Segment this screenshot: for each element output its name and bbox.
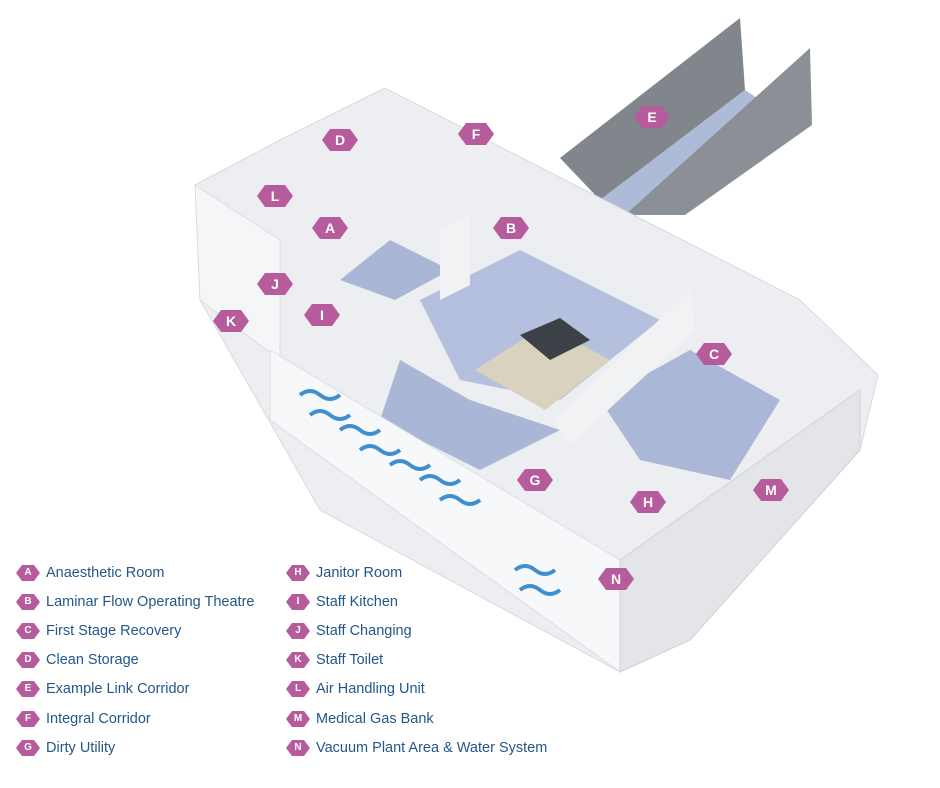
room-badge-icon: E <box>16 681 40 698</box>
room-marker-h: H <box>630 491 666 513</box>
legend-label: Dirty Utility <box>46 739 116 756</box>
room-badge-icon: G <box>16 739 40 756</box>
legend-label: Clean Storage <box>46 652 139 669</box>
room-marker-a: A <box>312 217 348 239</box>
room-marker-g: G <box>517 469 553 491</box>
room-badge-icon: H <box>286 564 310 581</box>
wall-theatre-left <box>440 215 470 300</box>
legend-item: J Staff Changing <box>286 616 547 645</box>
legend-label: First Stage Recovery <box>46 622 182 639</box>
room-badge-icon: N <box>286 739 310 756</box>
room-marker-j: J <box>257 273 293 295</box>
legend-label: Vacuum Plant Area & Water System <box>316 739 548 756</box>
legend-label: Anaesthetic Room <box>46 564 165 581</box>
legend-label: Janitor Room <box>316 564 403 581</box>
room-badge-icon: L <box>286 681 310 698</box>
recovery-floor <box>600 350 780 480</box>
legend-item: N Vacuum Plant Area & Water System <box>286 733 547 762</box>
wall-theatre-right <box>555 290 695 445</box>
room-badge-icon: B <box>16 593 40 610</box>
operating-table <box>520 318 590 360</box>
legend-label: Staff Changing <box>316 622 412 639</box>
room-badge-icon: D <box>16 652 40 669</box>
room-marker-f: F <box>458 123 494 145</box>
link-corridor-floor <box>600 90 760 215</box>
room-badge-icon: I <box>286 593 310 610</box>
legend-item: K Staff Toilet <box>286 646 547 675</box>
room-marker-e: E <box>634 106 670 128</box>
legend-item: F Integral Corridor <box>16 704 254 733</box>
legend-item: L Air Handling Unit <box>286 675 547 704</box>
room-marker-i: I <box>304 304 340 326</box>
room-badge-icon: J <box>286 622 310 639</box>
legend-label: Medical Gas Bank <box>316 710 434 727</box>
room-marker-c: C <box>696 343 732 365</box>
legend-label: Staff Kitchen <box>316 593 398 610</box>
room-marker-d: D <box>322 129 358 151</box>
legend-item: D Clean Storage <box>16 646 254 675</box>
room-marker-l: L <box>257 185 293 207</box>
legend-label: Air Handling Unit <box>316 681 425 698</box>
legend-item: A Anaesthetic Room <box>16 558 254 587</box>
link-corridor-wall-right <box>625 48 812 215</box>
room-badge-icon: F <box>16 710 40 727</box>
room-badge-icon: K <box>286 652 310 669</box>
legend-left: A Anaesthetic Room B Laminar Flow Operatin… <box>16 558 254 762</box>
decorative-wave-pattern <box>298 389 562 596</box>
outer-wall-right-front <box>619 389 861 673</box>
legend-label: Laminar Flow Operating Theatre <box>46 593 255 610</box>
legend-item: G Dirty Utility <box>16 733 254 762</box>
legend-item: C First Stage Recovery <box>16 616 254 645</box>
legend-item: B Laminar Flow Operating Theatre <box>16 587 254 616</box>
legend-item: E Example Link Corridor <box>16 675 254 704</box>
legend-right: H Janitor Room I Staff Kitchen J Staff Chan… <box>286 558 547 762</box>
anaesthetic-floor <box>340 240 450 300</box>
room-badge-icon: M <box>286 710 310 727</box>
room-marker-m: M <box>753 479 789 501</box>
legend-label: Integral Corridor <box>46 710 151 727</box>
room-badge-icon: A <box>16 564 40 581</box>
room-marker-n: N <box>598 568 634 590</box>
legend-label: Example Link Corridor <box>46 681 190 698</box>
legend-item: H Janitor Room <box>286 558 547 587</box>
room-marker-b: B <box>493 217 529 239</box>
legend-item: M Medical Gas Bank <box>286 704 547 733</box>
room-badge-icon: C <box>16 622 40 639</box>
legend-item: I Staff Kitchen <box>286 587 547 616</box>
room-marker-k: K <box>213 310 249 332</box>
legend-label: Staff Toilet <box>316 652 384 669</box>
